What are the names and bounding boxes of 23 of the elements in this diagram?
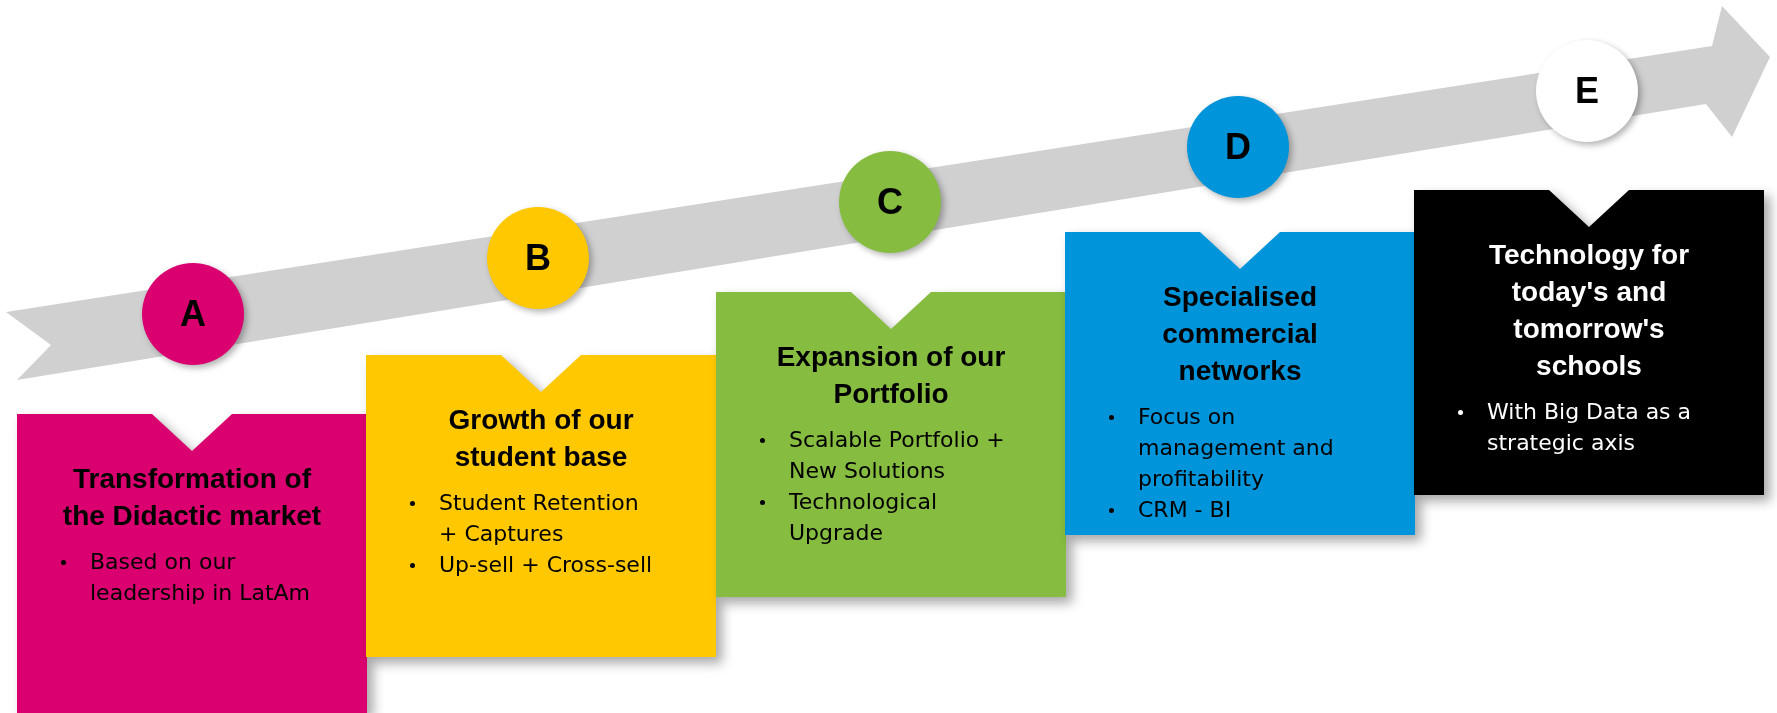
card-heading: Growth of our student base: [447, 403, 635, 474]
bullet-text: Focus on management and profitability: [1138, 403, 1335, 493]
step-card: [17, 414, 367, 713]
bullet-text: Up-sell + Cross-sell: [439, 551, 653, 579]
card-heading: Transformation of the Didactic market: [61, 462, 323, 533]
step-card: [1414, 190, 1764, 495]
bullet-text: Student Retention + Captures: [439, 489, 640, 548]
step-letter: D: [1225, 125, 1251, 169]
step-letter: A: [180, 292, 206, 336]
step-card: [366, 355, 716, 657]
step-letter: E: [1575, 69, 1599, 113]
step-card: [716, 292, 1066, 597]
bullet-text: CRM - BI: [1138, 496, 1232, 524]
bullet-text: Technological Upgrade: [789, 488, 939, 547]
bullet-text: With Big Data as a strategic axis: [1487, 398, 1693, 457]
card-heading: Specialised commercial networks: [1161, 280, 1319, 388]
bullet-text: Scalable Portfolio + New Solutions: [789, 426, 1006, 485]
card-heading: Technology for today's and tomorrow's schools: [1487, 238, 1691, 383]
bullet-text: Based on our leadership in LatAm: [90, 548, 312, 607]
step-letter: C: [877, 180, 903, 224]
step-letter: B: [525, 236, 551, 280]
step-card: [1065, 232, 1415, 535]
card-heading: Expansion of our Portfolio: [775, 340, 1007, 411]
